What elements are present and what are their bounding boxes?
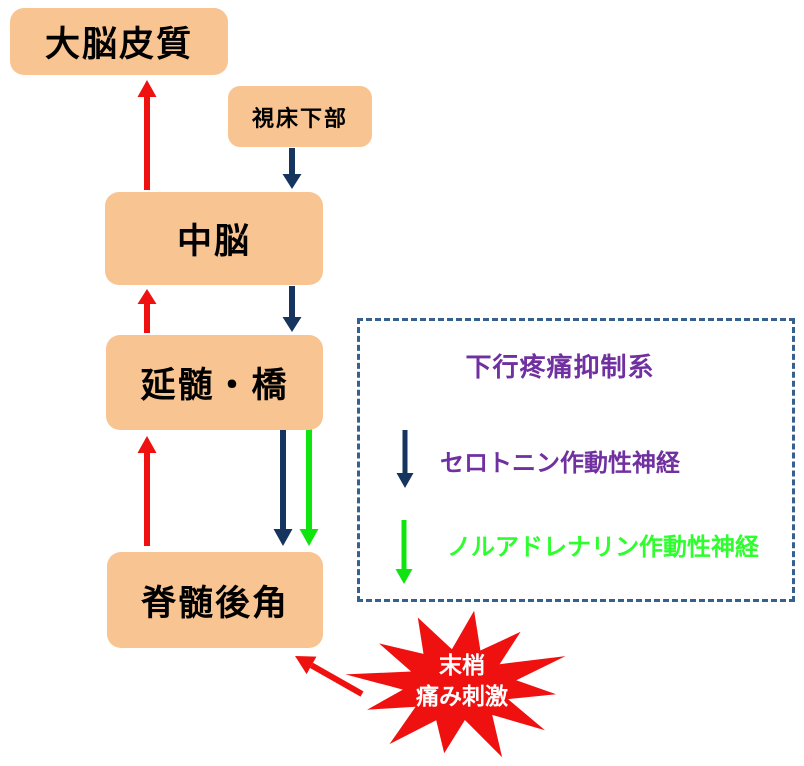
node-midbrain: 中脳 — [105, 192, 323, 285]
legend-serotonin-arrow-icon — [396, 430, 414, 488]
serotonin-arrow-medulla-to-dorsalhorn — [273, 429, 293, 546]
ascending-arrow-dorsalhorn-to-medulla — [137, 436, 157, 546]
legend-noradrenaline-arrow-icon — [395, 520, 413, 584]
node-cerebral-cortex: 大脳皮質 — [10, 8, 228, 75]
node-hypothalamus: 視床下部 — [228, 86, 372, 147]
descending-arrow-hypothalamus-to-midbrain — [282, 148, 302, 189]
noradrenaline-arrow-medulla-to-dorsalhorn — [299, 429, 319, 546]
starburst-shape — [345, 610, 566, 758]
legend-noradrenaline-label: ノルアドレナリン作動性神経 — [447, 534, 759, 561]
ascending-arrow-medulla-to-midbrain — [137, 289, 157, 333]
node-hypothalamus-label: 視床下部 — [251, 105, 348, 131]
legend-title: 下行疼痛抑制系 — [465, 352, 655, 382]
starburst-label: 末梢 痛み刺激 — [416, 650, 508, 712]
node-cerebral-cortex-label: 大脳皮質 — [44, 25, 193, 64]
node-spinal-dorsal-horn-label: 脊髄後角 — [140, 583, 289, 623]
node-medulla-pons-label: 延髄・橋 — [140, 366, 289, 405]
node-spinal-dorsal-horn: 脊髄後角 — [107, 552, 323, 648]
node-medulla-pons: 延髄・橋 — [106, 335, 323, 430]
legend-box: 下行疼痛抑制系 セロトニン作動性神経 ノルアドレナリン作動性神経 — [357, 318, 795, 602]
ascending-arrow-midbrain-to-cortex — [137, 80, 157, 190]
descending-arrow-midbrain-to-medulla — [282, 286, 302, 332]
starburst-label-line2: 痛み刺激 — [416, 683, 508, 709]
node-midbrain-label: 中脳 — [176, 222, 251, 261]
pain-stimulus-arrow — [295, 656, 364, 697]
legend-serotonin-label: セロトニン作動性神経 — [440, 450, 680, 477]
starburst-label-line1: 末梢 — [439, 651, 485, 678]
